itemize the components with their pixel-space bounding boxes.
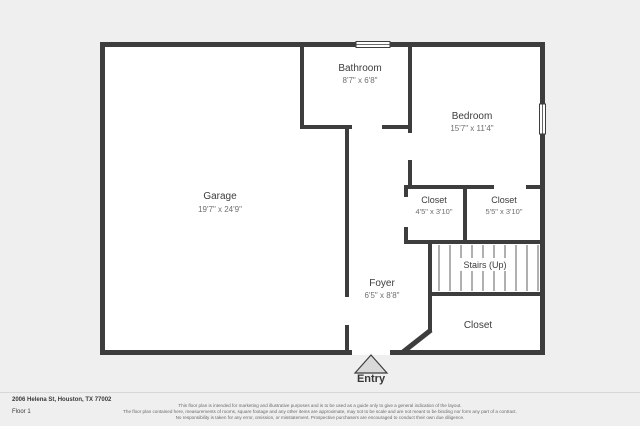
wall-bedroom-bottom-b (526, 185, 545, 189)
address-text: 2006 Helena St, Houston, TX 77002 (12, 397, 112, 403)
footer: 2006 Helena St, Houston, TX 77002 Floor … (0, 392, 640, 420)
closet-hall-label: Closet (421, 195, 447, 205)
wall-bathroom-bottom-b (382, 125, 412, 129)
outer-walls (100, 42, 545, 355)
wall-bedroom-left-lower (408, 160, 412, 189)
floor-label: Floor 1 (12, 409, 31, 415)
wall-right (540, 42, 545, 355)
bathroom-dims: 8'7" x 6'8" (343, 76, 378, 85)
stairs-label: Stairs (Up) (463, 260, 506, 270)
bathroom-label: Bathroom (338, 63, 381, 74)
wall-bathroom-left (300, 42, 304, 129)
windows (355, 41, 546, 135)
entry-door-marker (353, 354, 389, 374)
interior-walls (300, 42, 545, 354)
wall-closet-row-bottom (404, 240, 545, 244)
wall-stairs-left (428, 244, 432, 292)
wall-closet-divider (463, 189, 467, 244)
stairs-treads (438, 245, 539, 291)
wall-bathroom-bottom-a (300, 125, 352, 129)
wall-closet1-left-lower (404, 227, 408, 244)
wall-bottom-left (100, 350, 352, 355)
wall-bottom-right (390, 350, 545, 355)
wall-closet3-left (428, 296, 432, 332)
room-labels: Garage 19'7" x 24'9" Bathroom 8'7" x 6'8… (198, 63, 523, 385)
disclaimer-line-1: This floor plan is intended for marketin… (178, 403, 461, 408)
foyer-label: Foyer (369, 278, 395, 289)
garage-dims: 19'7" x 24'9" (198, 205, 242, 214)
bedroom-dims: 15'7" x 11'4" (450, 124, 493, 133)
plan-interior-base (100, 42, 545, 355)
wall-bedroom-bottom-a (404, 185, 494, 189)
disclaimer-line-3: No responsibility is taken for any error… (176, 415, 465, 420)
disclaimer-line-2: The floor plan contained here, measureme… (123, 409, 517, 414)
closet-entry-label: Closet (464, 320, 493, 331)
wall-left (100, 42, 105, 355)
wall-garage-hall-upper (345, 129, 349, 297)
closet-hall-dims: 4'5" x 3'10" (416, 207, 453, 216)
wall-closet1-left-upper (404, 189, 408, 197)
foyer-dims: 6'5" x 8'8" (365, 291, 400, 300)
wall-bathroom-bedroom (408, 42, 412, 133)
garage-label: Garage (203, 191, 237, 202)
wall-closet3-diagonal (401, 328, 433, 354)
closet-bedroom-dims: 5'5" x 3'10" (486, 207, 523, 216)
bedroom-label: Bedroom (452, 111, 493, 122)
wall-closet3-top (428, 292, 545, 296)
wall-garage-hall-lower (345, 325, 349, 350)
stairs-label-backing (456, 258, 514, 271)
wall-top (100, 42, 545, 47)
closet-bedroom-label: Closet (491, 195, 517, 205)
entry-label: Entry (357, 373, 386, 385)
